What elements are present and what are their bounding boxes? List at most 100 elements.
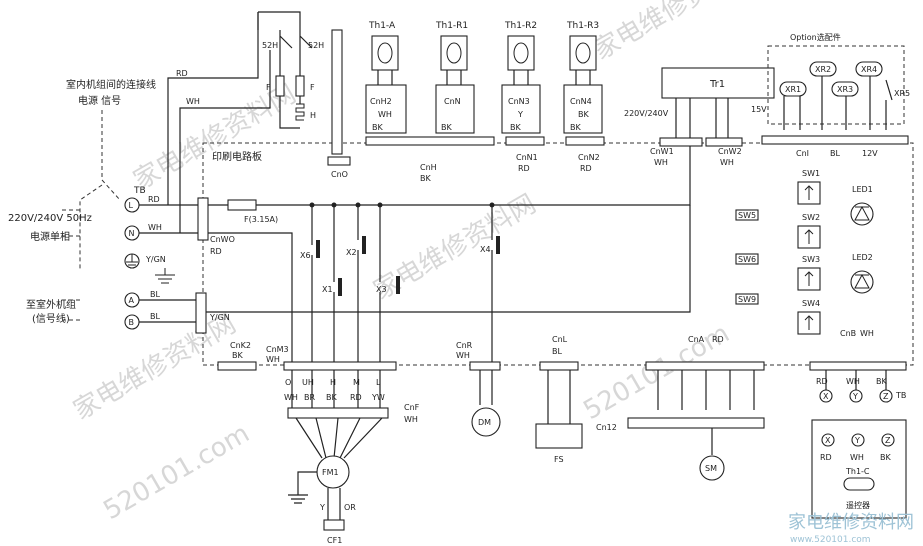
cf1-connector [323, 519, 345, 531]
svg-text:Z: Z [883, 392, 889, 401]
svg-text:Th1-R1: Th1-R1 [435, 21, 468, 31]
cnk2-bk: BK [232, 351, 243, 360]
cnw2-label: CnW2 [718, 147, 742, 156]
relay-switches: X6 X1 X2 X3 X4 [300, 202, 500, 362]
tr-volt-label: 220V/240V [624, 109, 669, 118]
dip-sw4: SW4 [797, 299, 821, 335]
svg-text:X: X [825, 436, 831, 445]
remote-label: 遥控器 [846, 500, 870, 510]
remote-terminals: X Y Z [821, 433, 895, 447]
cnk2-label: CnK2 [230, 341, 251, 350]
cnn2-rd: RD [580, 164, 592, 173]
svg-text:SW6: SW6 [738, 255, 756, 264]
svg-text:Y: Y [852, 392, 858, 401]
cnn1-label: CnN1 [516, 153, 538, 162]
svg-text:Th1-A: Th1-A [368, 21, 396, 31]
dm-label: DM [478, 418, 491, 427]
thermistor-th1-a: Th1-A CnH2 WH BK [365, 21, 407, 134]
sm-leads [657, 370, 755, 410]
svg-text:CnH2: CnH2 [370, 97, 392, 106]
option-relay-xr2: XR2 [809, 61, 837, 77]
wire-bl-label-a: BL [150, 290, 160, 299]
svg-text:BK: BK [510, 123, 521, 132]
feed-rd-label: RD [176, 69, 188, 78]
dip-sw2: SW2 [797, 213, 821, 249]
fuse-label: F(3.15A) [244, 215, 278, 224]
svg-text:LED2: LED2 [852, 253, 873, 262]
option-relay-xr3: XR3 [831, 81, 859, 97]
cnf-label: CnF [404, 403, 420, 412]
svg-text:CnN4: CnN4 [570, 97, 592, 106]
tb-label: TB [133, 186, 146, 196]
cnl-label: CnL [552, 335, 568, 344]
terminal-X: X [819, 389, 833, 403]
watermark-site-4: 家电维修资料网 [69, 309, 242, 426]
cnh-bk: BK [420, 174, 431, 183]
svg-text:SW1: SW1 [802, 169, 820, 178]
cnn2-label: CnN2 [578, 153, 600, 162]
fs-switch [535, 423, 583, 449]
remote-in-rd: RD [820, 453, 832, 462]
tr1-leads [675, 98, 729, 138]
svg-text:X1: X1 [322, 285, 333, 294]
cnf-wh: WH [404, 415, 418, 424]
cnr-wh: WH [456, 351, 470, 360]
terminal-Y: Y [849, 389, 863, 403]
fm1-label: FM1 [322, 468, 339, 477]
fan-pin-labels: O UH H M L [285, 378, 381, 387]
svg-text:BK: BK [326, 393, 337, 402]
svg-text:X3: X3 [376, 285, 387, 294]
cni-connector [761, 135, 909, 145]
option-relay-xr5: XR5 [894, 89, 910, 98]
svg-text:XR2: XR2 [815, 65, 831, 74]
cna-label: CnA [688, 335, 705, 344]
tr1-label: Tr1 [709, 79, 725, 90]
svg-text:L: L [376, 378, 381, 387]
watermark-site-1: 家电维修资料网 [589, 0, 762, 66]
remote-wh: WH [846, 377, 860, 386]
cnw2-connector [705, 137, 743, 147]
svg-text:CnN: CnN [444, 97, 461, 106]
neutral-signal-lines [206, 205, 691, 362]
fm1-or: OR [344, 503, 356, 512]
dip-sw3: SW3 [797, 255, 821, 291]
svg-text:WH: WH [284, 393, 298, 402]
cnw2-wh: WH [720, 158, 734, 167]
cnh-connector [365, 136, 495, 146]
dip-sw1: SW1 [797, 169, 821, 205]
cnl-bl: BL [552, 347, 562, 356]
svg-text:XR1: XR1 [785, 85, 801, 94]
relay-52h-block: 52H 52H F F H [257, 11, 324, 129]
sm-label: SM [705, 464, 717, 473]
sm-connector [627, 417, 765, 429]
svg-text:SW3: SW3 [802, 255, 820, 264]
connecting-wire-label: 室内机组间的连接线 [66, 78, 156, 91]
terminal-L: L [124, 197, 140, 213]
svg-text:X4: X4 [480, 245, 491, 254]
ygn-connector [195, 292, 207, 334]
led-2: LED2 [850, 253, 874, 294]
watermark-site-3: 家电维修资料网 [369, 189, 542, 306]
svg-text:BR: BR [304, 393, 315, 402]
cnr-connector [469, 361, 501, 371]
cnn2-connector [565, 136, 605, 146]
cnwo-rd: RD [210, 247, 222, 256]
cni-12v: 12V [862, 149, 878, 158]
cnwo-label: CnWO [210, 235, 235, 244]
cnm3-label: CnM3 [266, 345, 289, 354]
svg-text:SW2: SW2 [802, 213, 820, 222]
svg-text:Z: Z [885, 436, 891, 445]
led-1: LED1 [850, 185, 874, 226]
terminal-N: N [124, 225, 140, 241]
svg-text:Th1-R3: Th1-R3 [566, 21, 599, 31]
svg-text:WH: WH [378, 110, 392, 119]
svg-text:F: F [310, 83, 315, 92]
ground-terminal: Y/GN [124, 253, 175, 284]
cnw1-label: CnW1 [650, 147, 674, 156]
cf1-label: CF1 [327, 536, 342, 545]
th1c-sensor [843, 477, 875, 491]
jumper-sw6: SW6 [735, 253, 759, 265]
svg-text:H: H [310, 111, 316, 120]
cnm3-connector [283, 361, 397, 371]
